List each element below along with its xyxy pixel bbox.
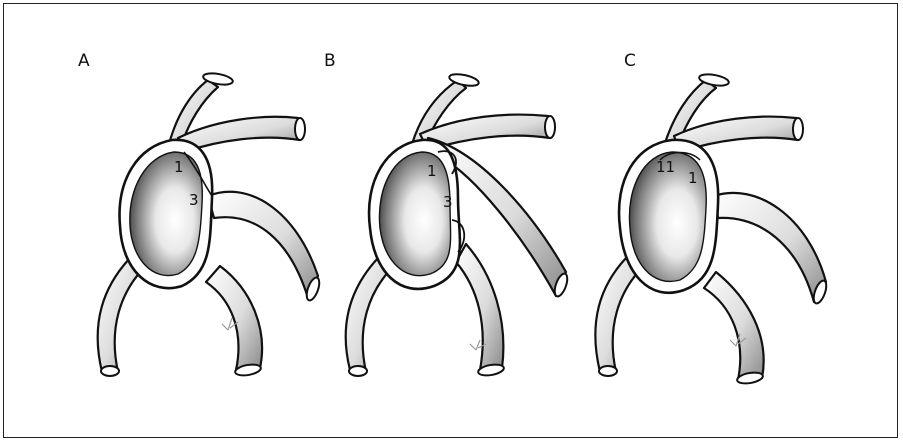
vessel-opening (599, 366, 617, 376)
panel-letter: A (78, 51, 90, 71)
label-3: 3 (189, 191, 199, 209)
panel-b: B 1 3 (324, 51, 570, 377)
label-1: 1 (427, 162, 437, 180)
vessel-opening (101, 366, 119, 376)
panel-letter: B (324, 51, 336, 71)
vessel-opening (793, 118, 803, 140)
vessel-lower-left (98, 258, 142, 372)
panel-letter: C (624, 51, 636, 71)
label-11: 11 (656, 158, 675, 176)
vessel-lower-left (595, 258, 640, 372)
vessel-opening (349, 366, 367, 376)
panel-a: A 1 3 (78, 51, 322, 377)
vessel-lower-left (346, 258, 390, 372)
label-1: 1 (174, 158, 184, 176)
label-1: 1 (688, 169, 698, 187)
vessel-lower-right (206, 266, 262, 370)
label-3: 3 (443, 193, 453, 211)
vessel-opening (545, 116, 555, 138)
vessel-lower-right (704, 272, 764, 380)
vessel-opening (295, 118, 305, 140)
panel-c: C 11 1 (595, 51, 828, 385)
vessel-lower-right (456, 244, 503, 370)
